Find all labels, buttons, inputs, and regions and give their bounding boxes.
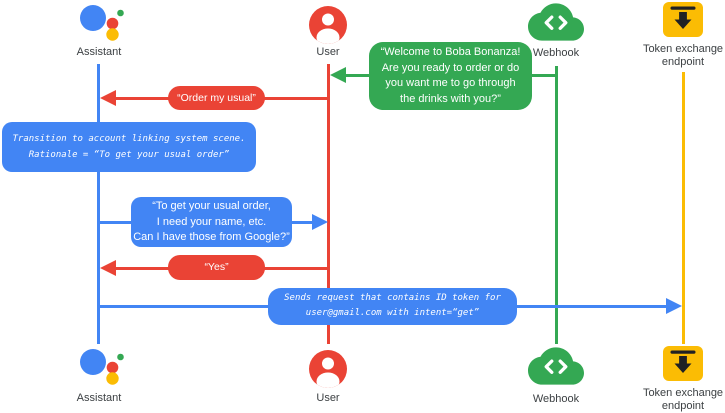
assistant-lifeline [97,64,100,344]
send-token-arrowhead-icon [666,298,682,314]
webhook-label-top: Webhook [532,47,580,59]
cloud-code-icon [528,3,584,46]
ask-permission-message-bubble: “To get your usual order, I need your na… [131,197,292,247]
welcome-message-bubble: “Welcome to Boba Bonanza! Are you ready … [369,42,532,110]
webhook-label-bottom: Webhook [532,393,580,405]
yes-arrowhead-icon [100,260,116,276]
order-usual-arrowhead-icon [100,90,116,106]
yes-message-bubble: “Yes” [168,255,265,280]
google-assistant-logo-icon [76,3,126,48]
cloud-code-icon [528,347,584,390]
download-tray-icon [663,346,703,386]
assistant-label-top: Assistant [76,46,122,58]
welcome-arrowhead-icon [330,67,346,83]
send-token-note-bubble: Sends request that contains ID token for… [268,288,517,325]
user-label-top: User [316,46,340,58]
person-circle-icon [308,349,348,394]
ask-permission-arrowhead-icon [312,214,328,230]
token-endpoint-label-bottom: Token exchange endpoint [642,387,724,412]
person-circle-icon [308,5,348,50]
order-usual-message-bubble: “Order my usual” [168,86,265,110]
user-lifeline [327,64,330,344]
download-tray-icon [663,2,703,42]
user-label-bottom: User [316,392,340,404]
token-endpoint-label-top: Token exchange endpoint [642,43,724,68]
webhook-lifeline [555,66,558,344]
token-endpoint-lifeline [682,72,685,344]
google-assistant-logo-icon [76,347,126,392]
assistant-label-bottom: Assistant [76,392,122,404]
transition-note-bubble: Transition to account linking system sce… [2,122,256,172]
